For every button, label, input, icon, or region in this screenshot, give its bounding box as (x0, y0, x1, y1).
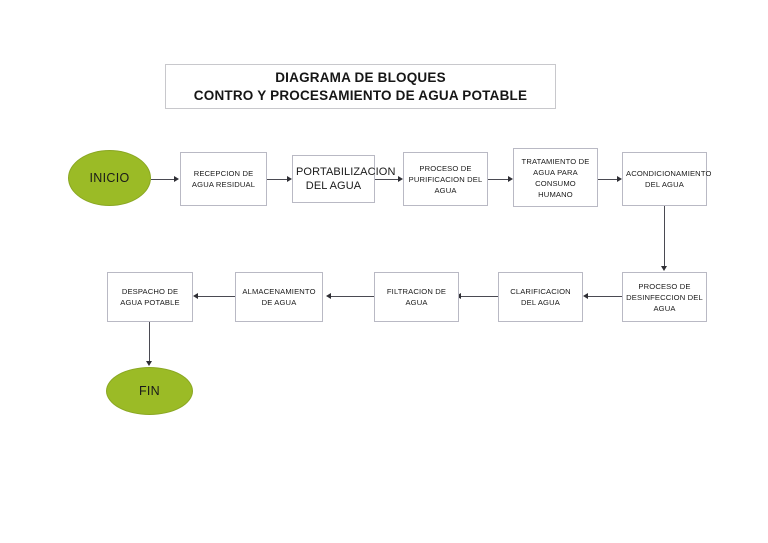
terminator-fin[interactable]: FIN (106, 367, 193, 415)
terminator-fin-label: FIN (138, 384, 161, 398)
arrowhead-to-tratamiento (508, 176, 513, 182)
node-purificacion-label: PROCESO DE PURIFICACION DEL AGUA (408, 163, 483, 195)
node-despacho-label: DESPACHO DE AGUA POTABLE (120, 287, 180, 307)
node-tratamiento[interactable]: TRATAMIENTO DE AGUA PARA CONSUMO HUMANO (513, 148, 598, 207)
arrowhead-to-fin (146, 361, 152, 366)
connector-clarificacion-to-filtracion (461, 296, 498, 297)
connector-filtracion-to-almacenamiento (331, 296, 374, 297)
node-filtracion-label: FILTRACION DE AGUA (386, 287, 447, 307)
connector-despacho-to-fin (149, 322, 150, 362)
node-despacho[interactable]: DESPACHO DE AGUA POTABLE (107, 272, 193, 322)
arrowhead-to-despacho (193, 293, 198, 299)
node-tratamiento-label: TRATAMIENTO DE AGUA PARA CONSUMO HUMANO (521, 156, 590, 199)
arrowhead-to-almacenamiento (326, 293, 331, 299)
node-recepcion-label: RECEPCION DE AGUA RESIDUAL (191, 169, 256, 189)
arrowhead-to-recepcion (174, 176, 179, 182)
connector-almacenamiento-to-despacho (198, 296, 235, 297)
connector-purificacion-to-tratamiento (488, 179, 509, 180)
arrowhead-to-acondicionamiento (617, 176, 622, 182)
node-almacenamiento[interactable]: ALMACENAMIENTO DE AGUA (235, 272, 323, 322)
node-portabilizacion[interactable]: PORTABILIZACION DEL AGUA (292, 155, 396, 203)
node-clarificacion-label: CLARIFICACION DEL AGUA (510, 287, 571, 307)
connector-recepcion-to-portabilizacion (267, 179, 288, 180)
diagram-title-line-2: CONTRO Y PROCESAMIENTO DE AGUA POTABLE (193, 87, 528, 103)
node-filtracion[interactable]: FILTRACION DE AGUA (374, 272, 459, 322)
node-acondicionamiento-label: ACONDICIONAMIENTO DEL AGUA (626, 169, 712, 189)
terminator-inicio-label: INICIO (89, 171, 130, 185)
node-clarificacion[interactable]: CLARIFICACION DEL AGUA (498, 272, 583, 322)
connector-inicio-to-recepcion (151, 179, 175, 180)
arrowhead-to-portabilizacion (287, 176, 292, 182)
node-desinfeccion[interactable]: PROCESO DE DESINFECCION DEL AGUA (622, 272, 707, 322)
arrowhead-to-desinfeccion (661, 266, 667, 271)
arrowhead-to-clarificacion (583, 293, 588, 299)
arrowhead-to-purificacion (398, 176, 403, 182)
connector-acondicionamiento-to-desinfeccion (664, 206, 665, 267)
node-almacenamiento-label: ALMACENAMIENTO DE AGUA (242, 287, 316, 307)
connector-tratamiento-to-acondicionamiento (598, 179, 619, 180)
node-purificacion[interactable]: PROCESO DE PURIFICACION DEL AGUA (403, 152, 488, 206)
connector-desinfeccion-to-clarificacion (588, 296, 622, 297)
connector-portabilizacion-to-purificacion (375, 179, 399, 180)
node-desinfeccion-label: PROCESO DE DESINFECCION DEL AGUA (626, 281, 703, 313)
diagram-title-box: DIAGRAMA DE BLOQUES CONTRO Y PROCESAMIEN… (165, 64, 556, 109)
terminator-inicio[interactable]: INICIO (68, 150, 151, 206)
node-recepcion[interactable]: RECEPCION DE AGUA RESIDUAL (180, 152, 267, 206)
diagram-title-line-1: DIAGRAMA DE BLOQUES (275, 69, 446, 85)
node-portabilizacion-label: PORTABILIZACION DEL AGUA (296, 166, 396, 192)
node-acondicionamiento[interactable]: ACONDICIONAMIENTO DEL AGUA (622, 152, 712, 206)
